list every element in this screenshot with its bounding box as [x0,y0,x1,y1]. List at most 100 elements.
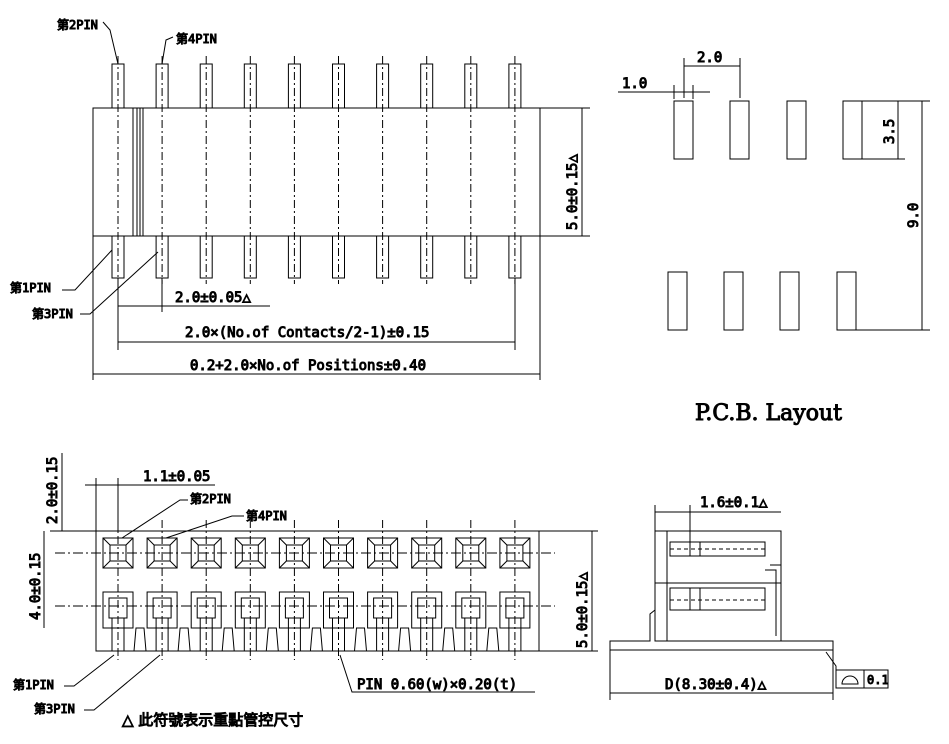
critical-dim-note: △ 此符號表示重點管控尺寸 [122,711,303,729]
top-view-pins [111,56,522,284]
body-slot [398,627,412,652]
cavity-edge [499,560,508,569]
upper-cavity-inner [285,544,303,562]
tolerance-frame [835,669,889,689]
front-height-right-label: 5.0±0.15△ [575,572,591,648]
contact-lead [765,569,777,636]
leader-line [102,21,119,65]
top-pin-upper [287,63,301,109]
cavity-edge [213,560,222,569]
cavity-edge [146,560,155,569]
cavity-edge [522,537,531,546]
side-depth-top-label: 1.6±0.1△ [700,495,768,511]
body-slot [133,627,147,652]
upper-cavity-inner [109,544,127,562]
pcb-pad [786,100,807,160]
cavity-edge [411,560,420,569]
top-pin-upper [332,63,345,109]
cavity-edge [169,560,178,569]
cavity-edge [125,537,134,546]
side-housing [654,530,782,642]
pcb-pad [673,100,694,160]
cavity-edge [125,560,134,569]
flatness-value: 0.1 [867,673,889,687]
pcb-pad [729,100,750,160]
leader-line [84,654,161,711]
top-pin-upper [420,63,434,109]
upper-cavity-inner [462,544,480,562]
pcb-pad-width-label: 1.0 [622,76,647,92]
top-pin-upper [508,63,522,109]
leader-line [165,515,244,539]
contact-lead [609,609,656,650]
side-depth-label: D(8.30±0.4)△ [665,677,767,693]
lower-contact [669,587,766,611]
upper-cavity-inner [374,544,392,562]
cavity-edge [257,560,266,569]
cavity-edge [390,560,398,569]
top-pin-upper [376,63,390,109]
cavity-edge [346,537,354,546]
pin-size-label: PIN 0.60(w)×0.20(t) [357,677,517,693]
cavity-edge [190,537,199,546]
front-pin2-label: 第2PIN [190,492,231,506]
top-pin-upper [243,63,257,109]
cavity-edge [411,537,420,546]
leader-line [825,651,837,679]
upper-cavity-inner [418,544,436,562]
body-slot [309,627,323,652]
cavity-edge [302,537,310,546]
cavity-edge [213,537,222,546]
contact-lead [770,564,834,650]
cavity-edge [478,537,487,546]
top-pin-upper [155,63,169,109]
pin4-label: 第4PIN [176,32,217,46]
side-view: 1.6±0.1△ D(8.30±0.4)△ 0.1 [609,495,889,700]
overall-dim-label: 0.2+2.0×No.of Positions±0.40 [190,358,426,374]
body-slot [221,627,235,652]
pcb-pad [779,271,800,331]
cavity-edge [234,560,243,569]
leader-line [62,249,113,291]
front-offset-label: 1.1±0.05 [143,469,210,485]
front-height-left-label: 4.0±0.15 [28,553,44,620]
pcb-pad [723,271,744,331]
height-dim-label: 5.0±0.15△ [565,154,581,230]
front-height-top-label: 2.0±0.15 [45,457,61,524]
cavity-edge [478,560,487,569]
leader-line [64,654,115,687]
pcb-row-span-label: 9.0 [906,203,922,228]
cavity-edge [522,560,531,569]
cavity-edge [367,537,375,546]
leader-line [161,36,174,65]
body-slot [442,627,456,652]
top-pin-upper [111,63,125,109]
flatness-icon [841,675,859,685]
connector-body-top [92,107,541,237]
top-pin-upper [199,63,213,109]
cavity-edge [302,560,310,569]
upper-cavity-inner [330,544,347,562]
front-view: 2.0±0.15 4.0±0.15 1.1±0.05 第2PIN 第4PIN 第… [13,453,598,730]
upper-cavity-inner [153,544,171,562]
cavity-edge [169,537,178,546]
cavity-edge [455,560,464,569]
pcb-layout-title: P.C.B. Layout [695,401,842,426]
cavity-edge [323,537,331,546]
pcb-pad [667,271,688,331]
cavity-edge [455,537,464,546]
upper-cavity-inner [241,544,259,562]
front-pin3-label: 第3PIN [34,702,75,716]
body-slot [177,627,191,652]
cavity-edge [190,560,199,569]
upper-cavity-inner [197,544,215,562]
cavity-edge [146,537,155,546]
cavity-edge [434,537,443,546]
leader-line [80,251,159,315]
cavity-edge [367,560,375,569]
front-view-contacts [102,520,531,660]
top-view: 5.0±0.15△ 第2PIN 第4PIN 第1PIN 第3PIN 2.0±0.… [10,18,590,380]
front-pin1-label: 第1PIN [13,678,54,692]
cavity-edge [390,537,398,546]
